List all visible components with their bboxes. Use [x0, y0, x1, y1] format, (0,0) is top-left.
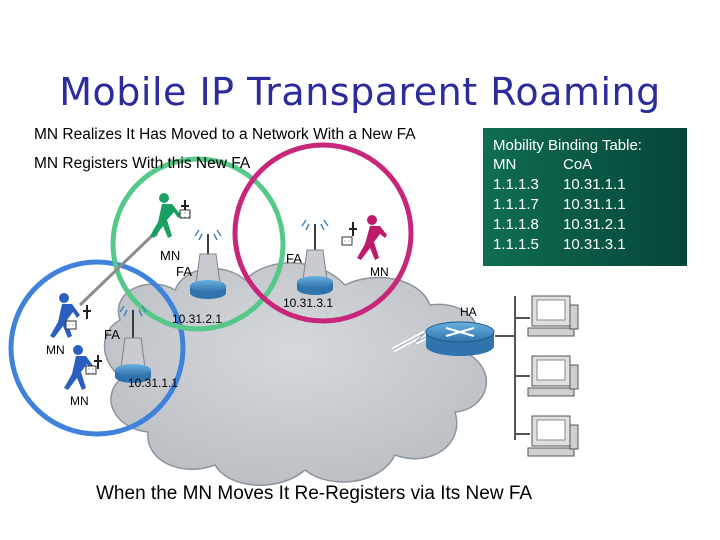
table-cell-mn: 1.1.1.3	[493, 176, 539, 193]
slide-title: Mobile IP Transparent Roaming	[59, 70, 661, 114]
mobile-node-blue-2-icon	[64, 345, 102, 390]
table-cell-coa: 10.31.2.1	[563, 216, 626, 233]
label-fa-pink: FA	[286, 251, 302, 266]
col-header-mn: MN	[493, 156, 517, 173]
pc-3-icon	[527, 415, 579, 457]
statement-line-1: MN Realizes It Has Moved to a Network Wi…	[34, 126, 416, 143]
mobile-node-pink-icon	[341, 215, 387, 260]
label-fa-green: FA	[176, 264, 192, 279]
green-network-ring	[110, 156, 286, 332]
label-ip-pink: 10.31.3.1	[283, 296, 334, 310]
table-heading: Mobility Binding Table:	[493, 137, 642, 154]
table-cell-coa: 10.31.1.1	[563, 176, 626, 193]
label-ip-green: 10.31.2.1	[172, 312, 223, 326]
movement-arrow	[78, 228, 160, 307]
label-fa-blue: FA	[104, 327, 120, 342]
ha-router-icon	[425, 321, 495, 356]
fa-router-green-icon	[190, 229, 226, 299]
footer-caption: When the MN Moves It Re-Registers via It…	[96, 483, 533, 504]
fa-router-blue-icon	[115, 305, 151, 383]
table-cell-mn: 1.1.1.7	[493, 196, 539, 213]
pc-1-icon	[527, 295, 579, 337]
pc-2-icon	[527, 355, 579, 397]
label-ip-blue: 10.31.1.1	[128, 376, 179, 390]
table-cell-mn: 1.1.1.8	[493, 216, 539, 233]
label-ha: HA	[460, 305, 477, 319]
table-cell-coa: 10.31.1.1	[563, 196, 626, 213]
label-mn-green: MN	[160, 248, 181, 263]
pink-network-ring	[232, 142, 414, 324]
internet-cloud	[103, 262, 488, 486]
table-cell-mn: 1.1.1.5	[493, 236, 539, 253]
mobile-node-blue-1-icon	[50, 293, 91, 338]
label-mn-blue-2: MN	[70, 394, 89, 408]
blue-network-ring	[8, 259, 186, 437]
fa-router-pink-icon	[297, 219, 333, 295]
label-mn-pink: MN	[370, 265, 389, 279]
table-cell-coa: 10.31.3.1	[563, 236, 626, 253]
statement-line-2: MN Registers With this New FA	[34, 155, 251, 172]
mobile-node-green-icon	[150, 193, 191, 238]
label-mn-blue-1: MN	[46, 343, 65, 357]
col-header-coa: CoA	[563, 156, 593, 173]
mobility-binding-table: Mobility Binding Table: MN CoA 1.1.1.3 1…	[483, 128, 687, 266]
